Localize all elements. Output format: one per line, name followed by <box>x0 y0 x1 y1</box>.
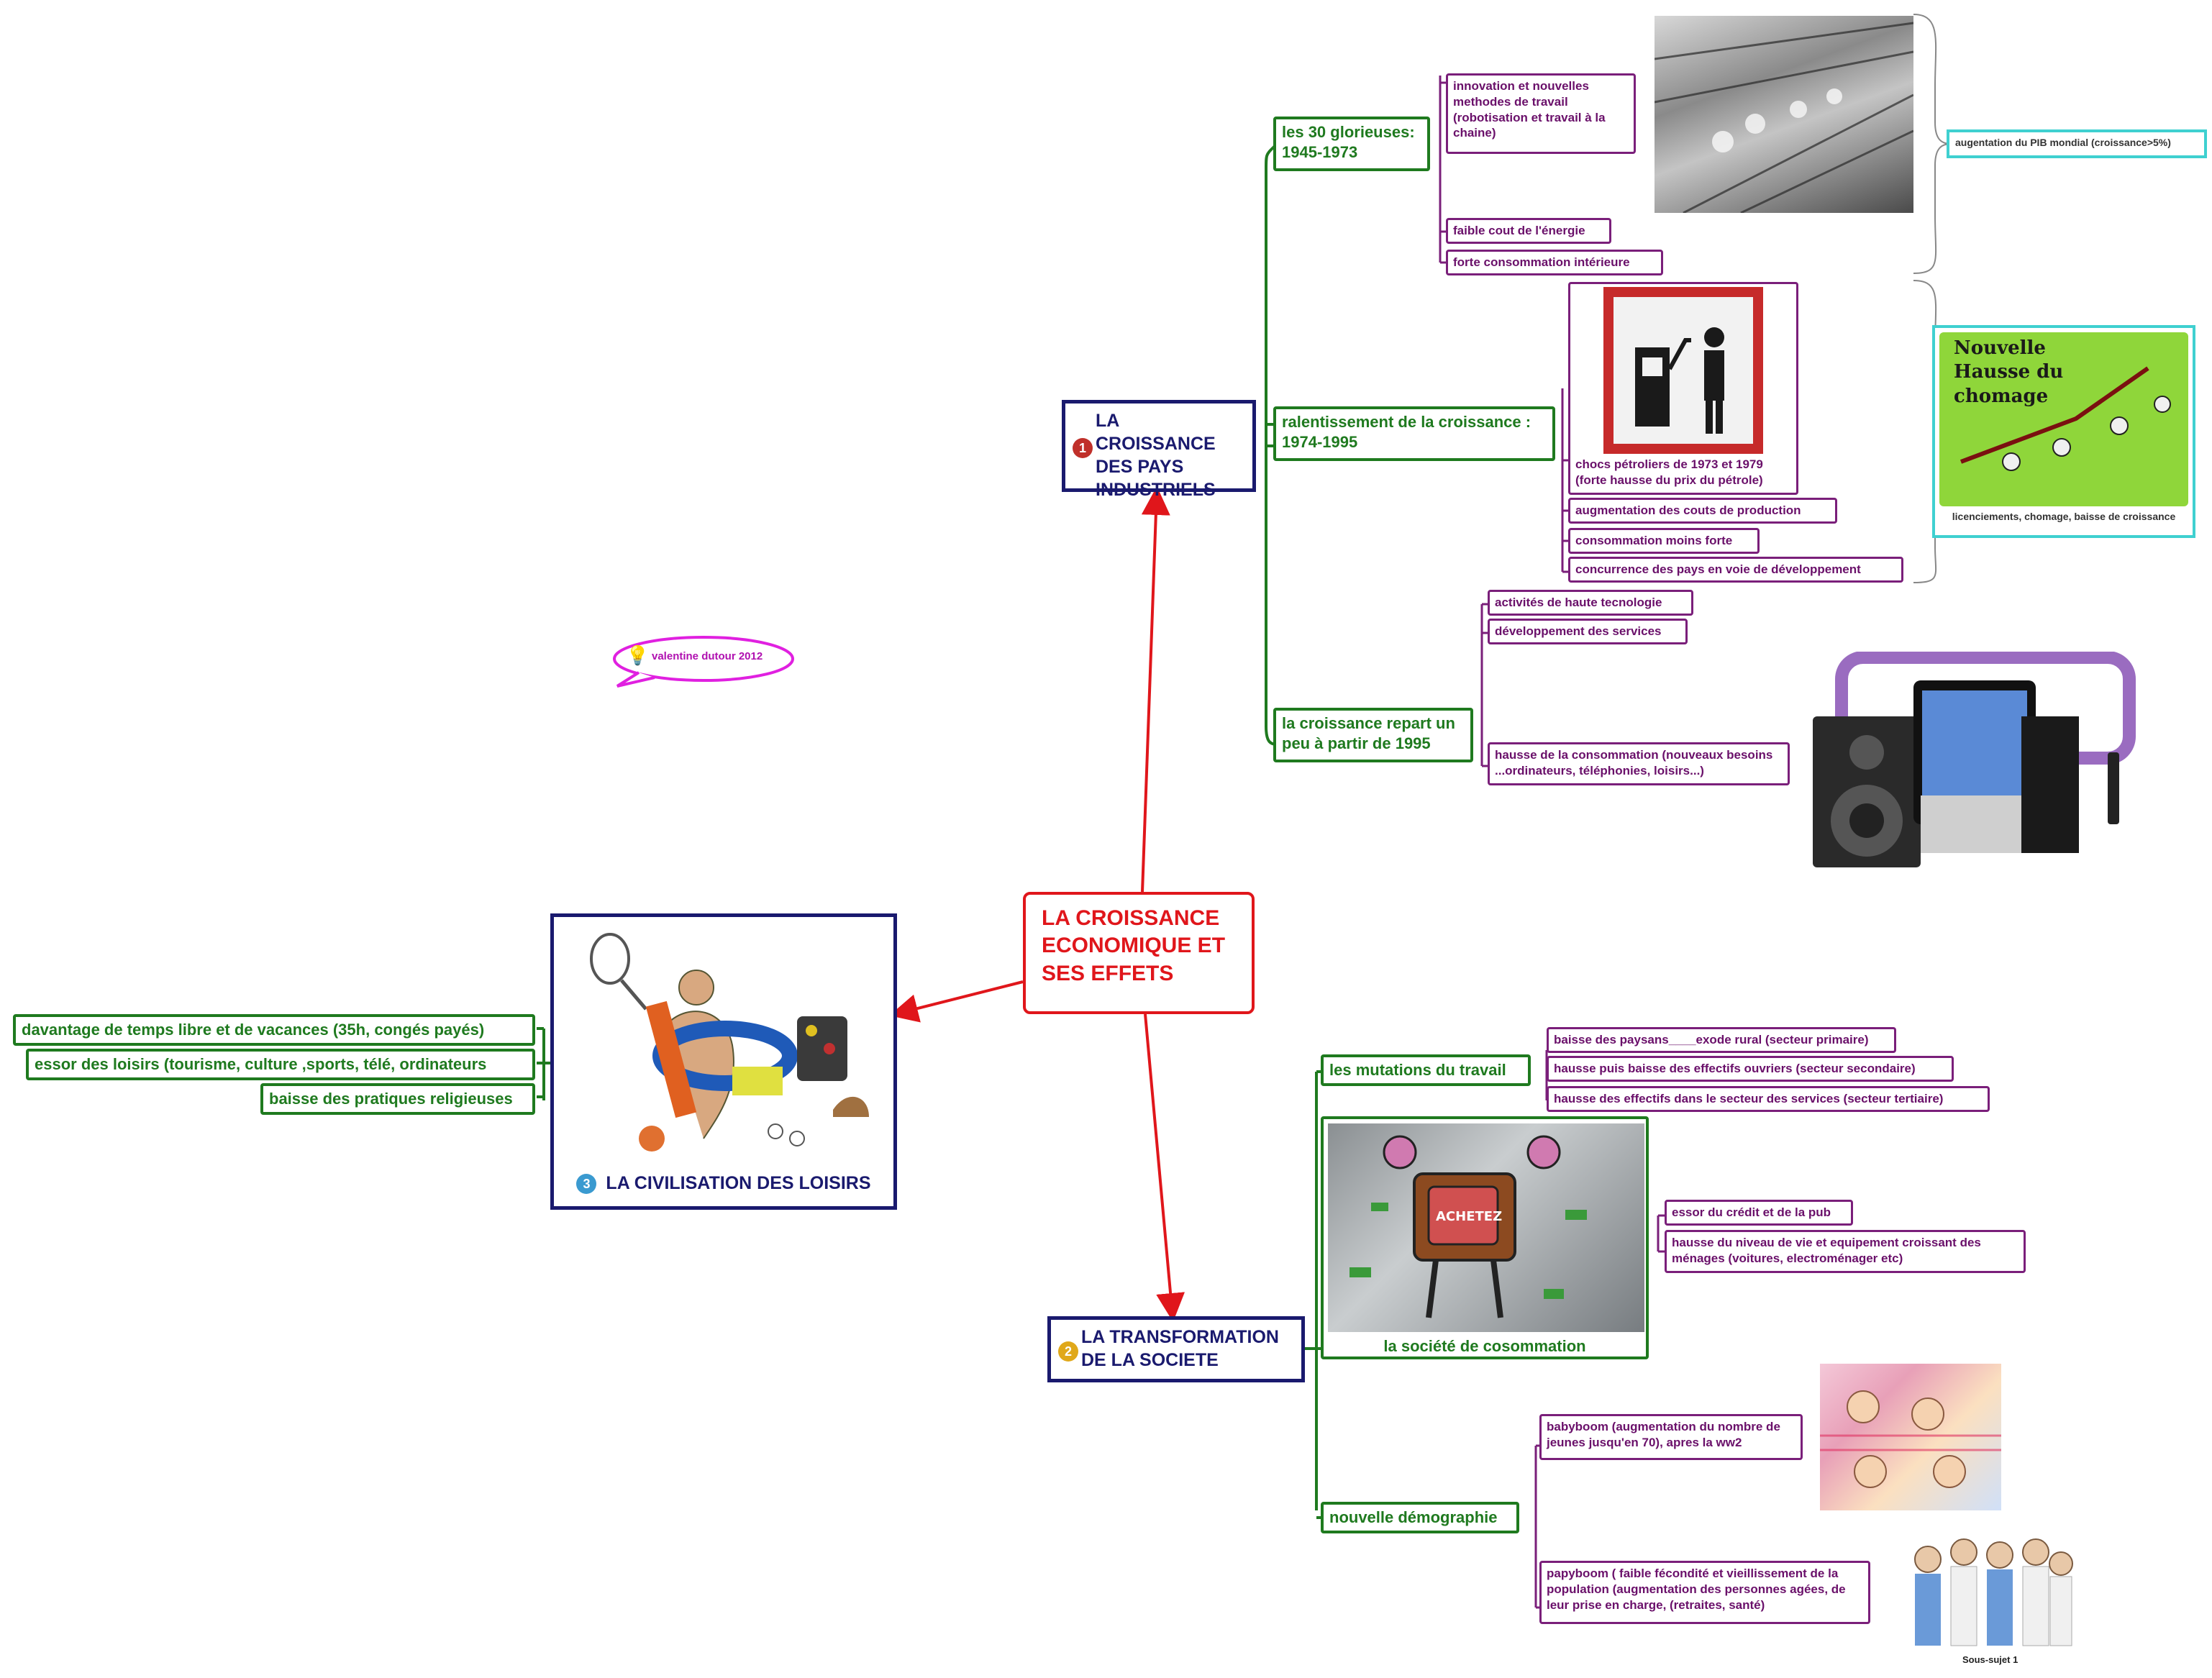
falling-bar-sketch <box>1960 366 2171 471</box>
electronics-image <box>1813 652 2136 875</box>
b2-sub1-item-1[interactable]: baisse des paysans____exode rural (secte… <box>1547 1027 1896 1053</box>
branch2-title: LA TRANSFORMATION DE LA SOCIETE <box>1081 1327 1279 1370</box>
lightbulb-icon: 💡 <box>626 644 650 666</box>
b1-sub1-item-3[interactable]: forte consommation intérieure <box>1446 250 1663 275</box>
brace-top <box>1913 14 1952 274</box>
b1-sub3-item-2[interactable]: développement des services <box>1488 619 1688 644</box>
b1-sub2-title: ralentissement de la croissance : 1974-1… <box>1282 413 1531 452</box>
b2-sub2-title: la société de cosommation <box>1383 1337 1586 1355</box>
b2-sub1-topic[interactable]: les mutations du travail <box>1321 1054 1531 1086</box>
seniors-image <box>1899 1523 2079 1651</box>
fuel-pump-icon <box>1635 327 1724 434</box>
b1-sub1-item-1[interactable]: innovation et nouvelles methodes de trav… <box>1446 73 1636 154</box>
author-callout: 💡 valentine dutour 2012 <box>610 633 797 690</box>
b1-sub1-title: les 30 glorieuses: 1945-1973 <box>1282 123 1415 162</box>
b1-sub2-item-2[interactable]: augmentation des couts de production <box>1568 498 1837 524</box>
b1-sub3-title: la croissance repart un peu à partir de … <box>1282 714 1455 753</box>
factory-assembly-line-image <box>1655 16 1913 213</box>
branch1-number-icon: 1 <box>1073 438 1093 458</box>
branch3-title: LA CIVILISATION DES LOISIRS <box>606 1173 871 1193</box>
branch1-title: LA CROISSANCE DES PAYS INDUSTRIELS <box>1096 411 1216 500</box>
branch3-number-icon: 3 <box>576 1174 597 1195</box>
b1-sub3-item-1[interactable]: activités de haute tecnologie <box>1488 590 1693 616</box>
b2-sub3-topic[interactable]: nouvelle démographie <box>1321 1502 1519 1533</box>
seniors-sketch <box>1914 1538 2073 1646</box>
leisure-collage-image <box>560 923 891 1167</box>
b1-sub1-summary[interactable]: augentation du PIB mondial (croissance>5… <box>1947 129 2207 158</box>
b3-item-1[interactable]: davantage de temps libre et de vacances … <box>13 1014 535 1046</box>
b1-sub1-topic[interactable]: les 30 glorieuses: 1945-1973 <box>1273 117 1430 171</box>
callout-text: valentine dutour 2012 <box>652 650 763 662</box>
b2-sub1-item-3[interactable]: hausse des effectifs dans le secteur des… <box>1547 1086 1990 1112</box>
branch2-topic[interactable]: 2 LA TRANSFORMATION DE LA SOCIETE <box>1047 1316 1305 1382</box>
root-to-branch2-link <box>1144 1013 1185 1322</box>
b2-sub3-title: nouvelle démographie <box>1329 1508 1498 1526</box>
achetez-graffiti-image: ACHETEZ <box>1328 1123 1644 1332</box>
root-to-branch1-link <box>1141 486 1170 893</box>
b1-sub2-item-4[interactable]: concurrence des pays en voie de développ… <box>1568 557 1903 583</box>
b2-sub2-item-1[interactable]: essor du crédit et de la pub <box>1665 1200 1853 1226</box>
b2-sub3-item-2[interactable]: papyboom ( faible fécondité et vieilliss… <box>1539 1561 1870 1624</box>
b2-sub2-item-2[interactable]: hausse du niveau de vie et equipement cr… <box>1665 1230 2026 1273</box>
branch3-bracket <box>537 1027 552 1100</box>
root-to-branch3-link <box>889 980 1024 1023</box>
b1-sub2-summary[interactable]: Nouvelle Hausse du chomage licenciements… <box>1932 325 2195 538</box>
branch2-number-icon: 2 <box>1058 1341 1078 1362</box>
b1-sub1-item-2[interactable]: faible cout de l'énergie <box>1446 218 1611 244</box>
b1-sub2-topic[interactable]: ralentissement de la croissance : 1974-1… <box>1273 406 1555 461</box>
callout-bubble <box>613 636 794 688</box>
factory-photo-sketch <box>1655 22 1913 213</box>
b1-sub2-item-1[interactable]: chocs pétroliers de 1973 et 1979 (forte … <box>1568 282 1798 495</box>
b2-sub1-item-2[interactable]: hausse puis baisse des effectifs ouvrier… <box>1547 1056 1954 1082</box>
branch1-trunk <box>1265 146 1278 746</box>
electronics-sketch <box>1813 652 2136 867</box>
branch1-topic[interactable]: 1 LA CROISSANCE DES PAYS INDUSTRIELS <box>1062 400 1256 500</box>
babies-sketch <box>1820 1390 2001 1488</box>
b1-sub3-topic[interactable]: la croissance repart un peu à partir de … <box>1273 708 1473 762</box>
babies-image <box>1820 1364 2001 1510</box>
b1-sub3-item-3[interactable]: hausse de la consommation (nouveaux beso… <box>1488 742 1790 785</box>
branch2-trunk <box>1315 1070 1324 1519</box>
root-title: LA CROISSANCE ECONOMIQUE ET SES EFFETS <box>1042 906 1226 985</box>
leisure-collage-sketch <box>590 933 869 1152</box>
fuel-pump-sign-image <box>1603 287 1763 454</box>
unemployment-cartoon-image: Nouvelle Hausse du chomage <box>1939 332 2188 506</box>
b3-item-3[interactable]: baisse des pratiques religieuses <box>260 1083 535 1115</box>
seniors-caption: Sous-sujet 1 <box>1962 1654 2018 1665</box>
branch3-topic[interactable]: 3 LA CIVILISATION DES LOISIRS <box>550 913 897 1210</box>
root-topic[interactable]: LA CROISSANCE ECONOMIQUE ET SES EFFETS <box>1023 892 1255 1014</box>
b2-sub1-title: les mutations du travail <box>1329 1061 1506 1079</box>
b2-sub3-item-1[interactable]: babyboom (augmentation du nombre de jeun… <box>1539 1414 1803 1460</box>
b3-item-2[interactable]: essor des loisirs (tourisme, culture ,sp… <box>26 1049 535 1080</box>
graffiti-robot-sketch <box>1349 1135 1587 1318</box>
b2-sub2-topic[interactable]: ACHETEZ la société de cosommation <box>1321 1116 1649 1359</box>
b1-sub2-item-3[interactable]: consommation moins forte <box>1568 528 1760 554</box>
